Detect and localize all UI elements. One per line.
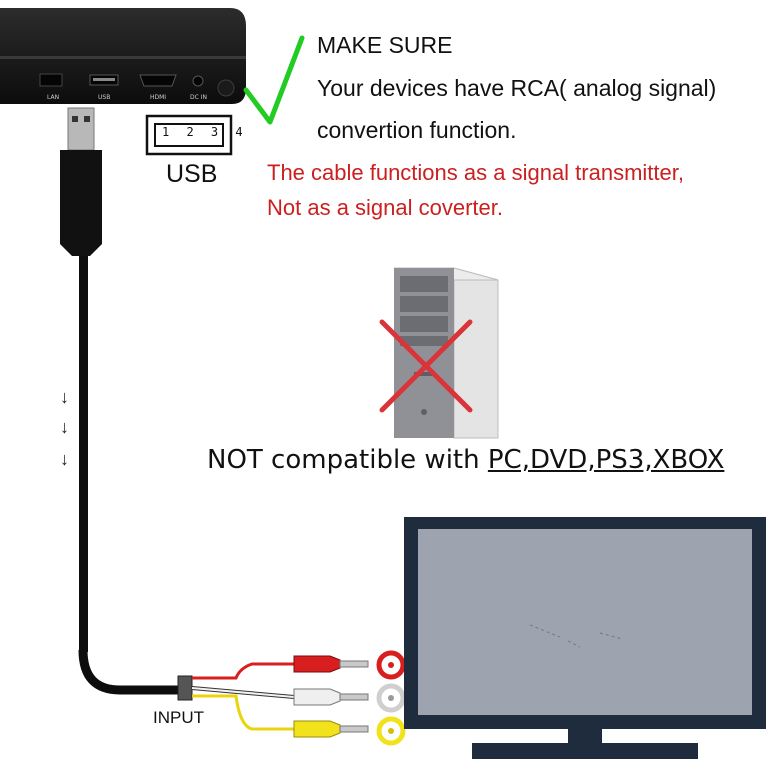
down-arrow-icon: ↓ xyxy=(60,417,69,437)
tv-icon xyxy=(404,517,766,759)
usb-rca-cable xyxy=(60,107,406,746)
make-sure-heading: MAKE SURE xyxy=(317,32,453,58)
port-label-hdmi: HDMI xyxy=(150,94,167,101)
compatibility-warning: NOT compatible with PC,DVD,PS3,XBOX xyxy=(207,445,724,475)
port-label-dcin: DC IN xyxy=(190,94,207,101)
cross-icon xyxy=(379,319,473,413)
computer-tower-icon xyxy=(393,267,499,439)
incompatible-devices: PC,DVD,PS3,XBOX xyxy=(487,445,725,475)
compat-prefix: NOT compatible with xyxy=(207,445,488,475)
usb-pin-numbers: 1 2 3 4 xyxy=(162,125,248,139)
down-arrow-icon: ↓ xyxy=(60,449,69,469)
conversion-function-text: convertion function. xyxy=(317,117,517,143)
warning-line-1: The cable functions as a signal transmit… xyxy=(267,160,684,185)
warning-line-2: Not as a signal coverter. xyxy=(267,195,504,220)
port-label-lan: LAN xyxy=(47,94,60,101)
input-label: INPUT xyxy=(153,708,204,727)
usb-port-icon xyxy=(145,114,233,156)
port-label-usb: USB xyxy=(98,94,111,101)
android-box-icon xyxy=(0,8,246,104)
usb-label: USB xyxy=(166,160,218,188)
rca-requirement-text: Your devices have RCA( analog signal) xyxy=(317,75,717,101)
check-icon xyxy=(243,35,305,125)
down-arrow-icon: ↓ xyxy=(60,387,69,407)
